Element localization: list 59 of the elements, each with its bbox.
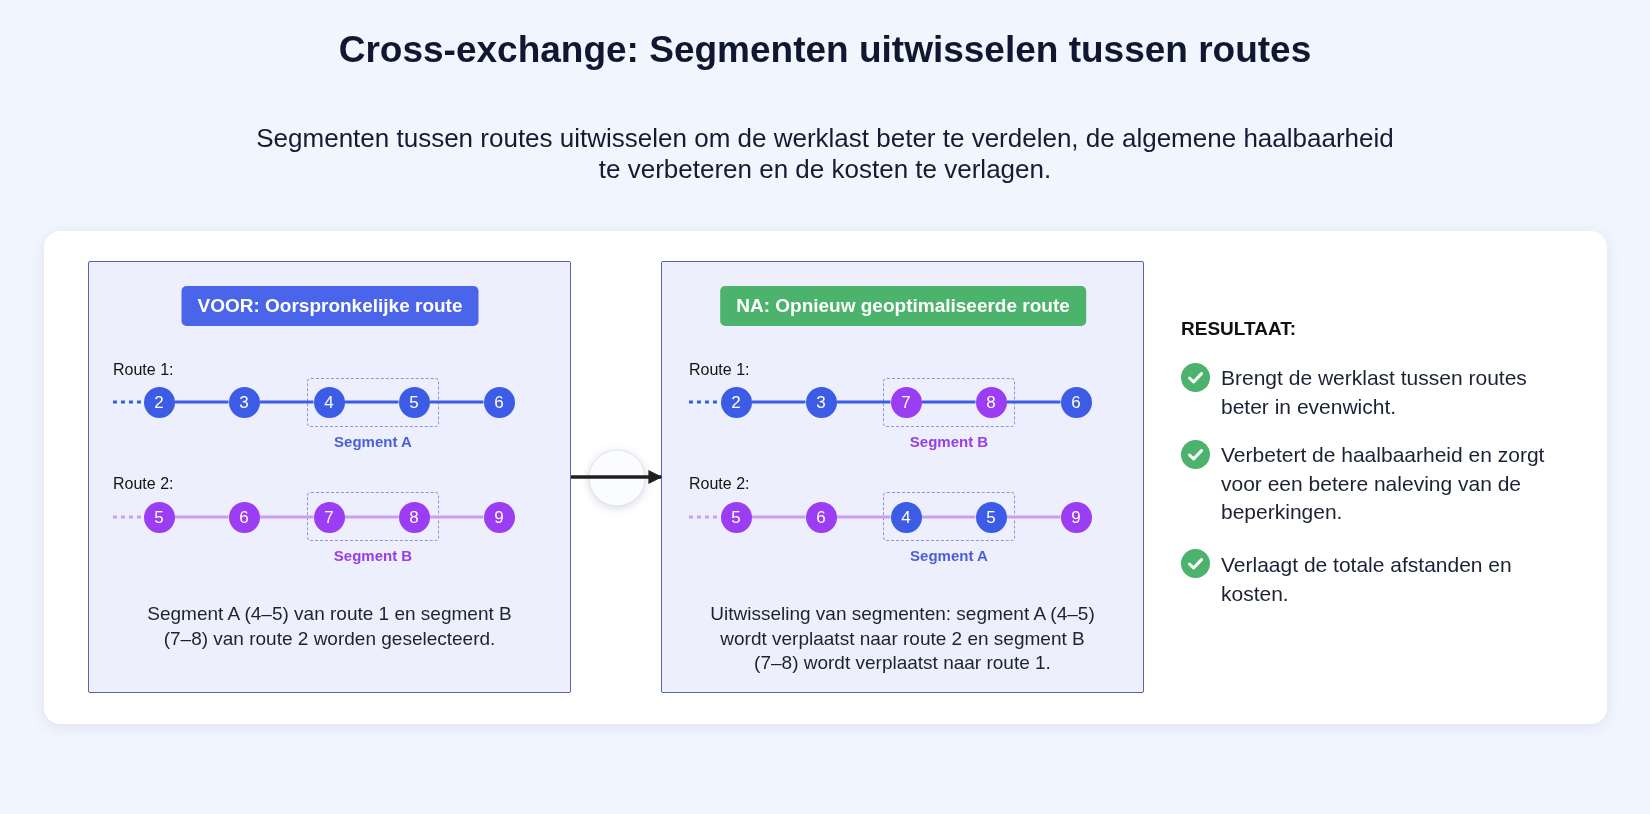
connector-line — [836, 400, 891, 404]
connector-line — [259, 515, 314, 519]
connector-line — [1006, 515, 1061, 519]
stop-circle: 6 — [483, 386, 515, 418]
panel-description: Uitwisseling van segmenten: segment A (4–5) wordt verplaatst naar route 2 en segment B (7–8) wordt verplaatst naar route 1. — [710, 602, 1095, 675]
connector-line — [259, 400, 314, 404]
arrow — [571, 470, 663, 484]
subtitle: Segmenten tussen routes uitwisselen om de werklast beter te verdelen, de algemene haalbaarheid te verbeteren en de kosten te verlagen. — [256, 123, 1394, 185]
stop-circle: 5 — [975, 501, 1007, 533]
stop-circle: 5 — [720, 501, 752, 533]
connector-line — [921, 515, 976, 519]
stop-circle: 6 — [228, 501, 260, 533]
stop-circle: 4 — [313, 386, 345, 418]
panel — [88, 261, 571, 693]
stop-circle: 2 — [720, 386, 752, 418]
connector-line — [1006, 400, 1061, 404]
stop-circle: 8 — [975, 386, 1007, 418]
segment-label: Segment A — [334, 432, 412, 452]
stop-circle: 3 — [228, 386, 260, 418]
connector-line — [174, 400, 229, 404]
connector-line — [429, 400, 484, 404]
result-item: Verbetert de haalbaarheid en zorgt voor een betere naleving van de beperkingen. — [1221, 442, 1545, 525]
segment-label: Segment B — [333, 546, 413, 566]
stop-circle: 9 — [483, 501, 515, 533]
result-item: Brengt de werklast tussen routes beter in evenwicht. — [1221, 365, 1527, 420]
connector-line — [751, 515, 806, 519]
section-heading: RESULTAAT: — [1181, 317, 1297, 341]
connector-line — [921, 400, 976, 404]
stop-circle: 7 — [313, 501, 345, 533]
panel — [661, 261, 1144, 693]
stop-circle: 9 — [1060, 501, 1092, 533]
route-label: Route 2: — [113, 474, 174, 494]
diagram-title: Cross-exchange: Segmenten uitwisselen tussen routes — [338, 28, 1312, 72]
stop-circle: 6 — [805, 501, 837, 533]
dotted-line — [113, 400, 144, 404]
connector-line — [344, 400, 399, 404]
stop-circle: 5 — [143, 501, 175, 533]
stop-circle: 2 — [143, 386, 175, 418]
panel-description: Segment A (4–5) van route 1 en segment B (7–8) van route 2 worden geselecteerd. — [147, 602, 512, 651]
heading-badge: VOOR: Oorspronkelijke route — [181, 286, 479, 326]
connector-line — [174, 515, 229, 519]
stop-circle: 8 — [398, 501, 430, 533]
heading-badge: NA: Opnieuw geoptimaliseerde route — [720, 286, 1086, 326]
connector-line — [429, 515, 484, 519]
stop-circle: 5 — [398, 386, 430, 418]
connector-line — [751, 400, 806, 404]
stop-circle: 6 — [1060, 386, 1092, 418]
stop-circle: 3 — [805, 386, 837, 418]
route-label: Route 1: — [113, 360, 174, 380]
stop-circle: 7 — [890, 386, 922, 418]
result-item: Verlaagt de totale afstanden en kosten. — [1221, 552, 1512, 607]
stop-circle: 4 — [890, 501, 922, 533]
connector-line — [836, 515, 891, 519]
segment-label: Segment B — [909, 432, 989, 452]
segment-label: Segment A — [910, 546, 988, 566]
connector-line — [344, 515, 399, 519]
dotted-line — [113, 515, 144, 519]
route-label: Route 1: — [689, 360, 750, 380]
route-label: Route 2: — [689, 474, 750, 494]
